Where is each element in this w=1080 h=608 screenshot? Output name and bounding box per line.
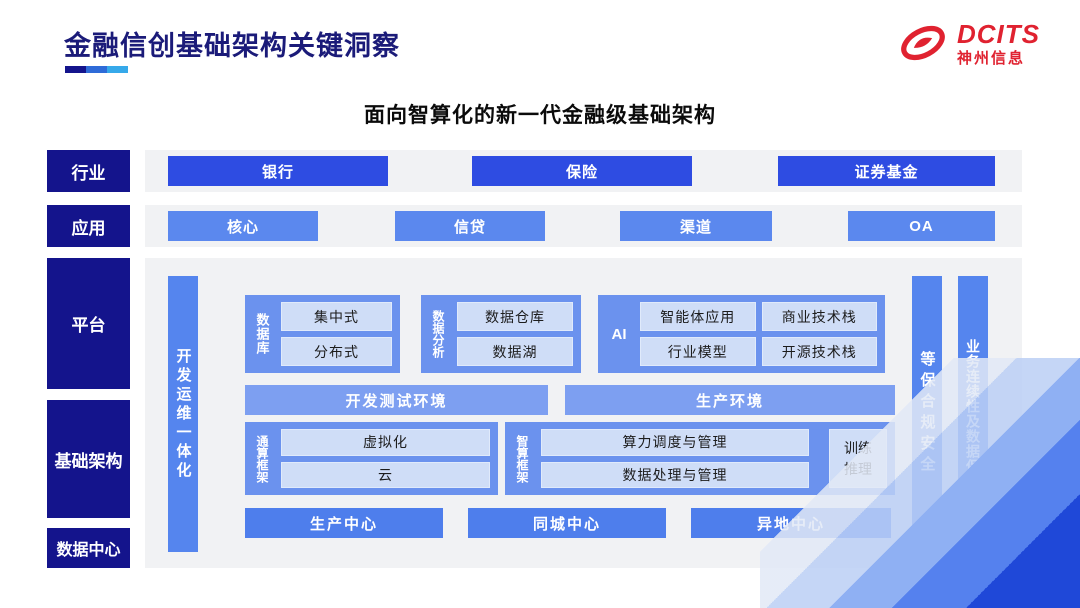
group-ai-label: AI [611,325,627,343]
app-item-credit: 信贷 [395,211,545,241]
diagram-title: 面向智算化的新一代金融级基础架构 [364,104,716,127]
underline-segment [86,66,107,73]
chip-data-warehouse: 数据仓库 [457,302,573,331]
chip-distributed: 分布式 [281,337,392,366]
chip-commercial-stack: 商业技术栈 [761,302,877,331]
chip-agent-apps: 智能体应用 [640,302,756,331]
logo-brand-text: DCITS [957,18,1040,49]
underline-segment [65,66,86,73]
center-remote: 异地中心 [691,508,891,538]
app-item-channel: 渠道 [620,211,772,241]
group-general-computing: 通算框架 虚拟化 云 [245,422,498,495]
group-intelligent-computing-label: 智算框架 [515,434,529,483]
rail-label-platform: 平台 [47,258,130,389]
business-continuity-bar: 业务连续性及数据保护 [958,276,988,552]
group-data-analysis: 数据分析 数据仓库 数据湖 [421,295,581,373]
chip-centralized: 集中式 [281,302,392,331]
group-general-computing-label: 通算框架 [255,434,269,483]
rail-label-infrastructure: 基础架构 [47,400,130,518]
application-strip: 核心 信贷 渠道 OA [145,205,1022,247]
chip-industry-models: 行业模型 [640,337,756,366]
group-database: 数据库 集中式 分布式 [245,295,400,373]
chip-data-lake: 数据湖 [457,337,573,366]
title-underline [65,66,128,73]
devops-bar: 开发运维一体化 [168,276,198,552]
chip-cloud: 云 [281,461,490,488]
app-item-oa: OA [848,211,995,241]
group-intelligent-computing: 智算框架 算力调度与管理 数据处理与管理 训练推理 [505,422,895,495]
industry-strip: 银行 保险 证券基金 [145,150,1022,192]
industry-item-securities: 证券基金 [778,156,995,186]
architecture-panel: 开发运维一体化 数据库 集中式 分布式 数据分析 数据仓库 数据湖 AI 智能体… [145,258,1022,568]
industry-item-bank: 银行 [168,156,388,186]
chip-training-inference: 训练推理 [829,429,887,488]
group-database-label: 数据库 [254,313,270,355]
app-item-core: 核心 [168,211,318,241]
chip-compute-scheduling: 算力调度与管理 [541,429,809,456]
chip-data-processing: 数据处理与管理 [541,461,809,488]
dcits-swirl-icon [901,25,945,61]
chip-opensource-stack: 开源技术栈 [761,337,877,366]
center-same-city: 同城中心 [468,508,666,538]
rail-label-datacenter: 数据中心 [47,528,130,568]
company-logo: DCITS 神州信息 [897,20,1040,66]
page-title: 金融信创基础架构关键洞察 [64,31,400,61]
security-compliance-bar: 等保合规安全 [912,276,942,552]
logo-company-text: 神州信息 [957,49,1026,67]
rail-label-application: 应用 [47,205,130,247]
band-dev-test-env: 开发测试环境 [245,385,548,415]
industry-item-insurance: 保险 [472,156,692,186]
underline-segment [107,66,128,73]
chip-virtualization: 虚拟化 [281,429,490,456]
rail-label-industry: 行业 [47,150,130,192]
group-data-analysis-label: 数据分析 [431,310,445,358]
center-production: 生产中心 [245,508,443,538]
band-production-env: 生产环境 [565,385,895,415]
group-ai: AI 智能体应用 商业技术栈 行业模型 开源技术栈 [598,295,885,373]
